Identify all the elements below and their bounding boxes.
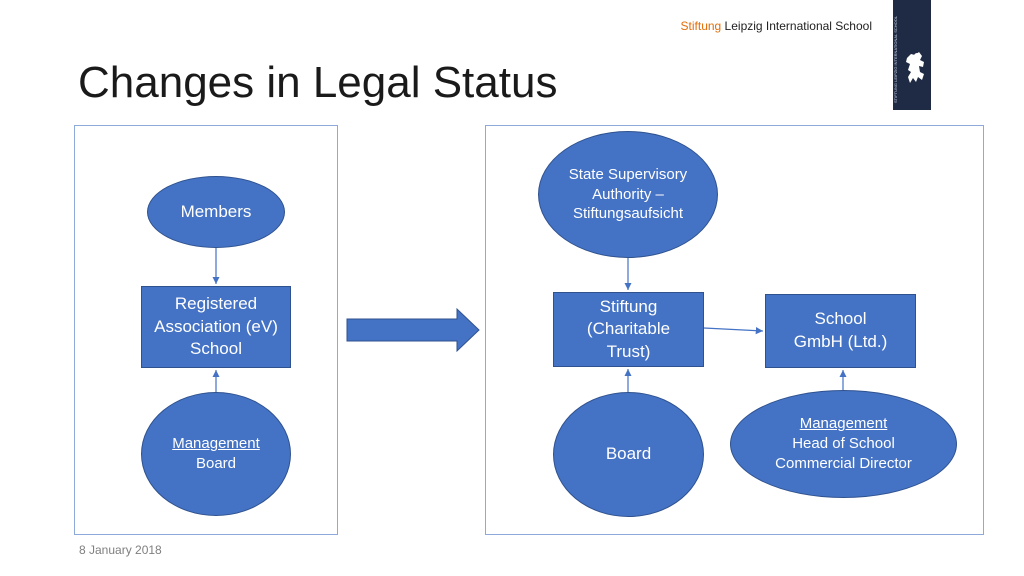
slide-title: Changes in Legal Status xyxy=(78,58,558,107)
management-head-ellipse: Management Head of School Commercial Dir… xyxy=(730,390,957,498)
authority-label: State Supervisory Authority – Stiftungsa… xyxy=(568,165,688,223)
association-label: Registered Association (eV) School xyxy=(154,294,278,359)
transition-arrow-icon xyxy=(346,307,480,353)
board-ellipse: Board xyxy=(553,392,704,517)
management-heading: Management xyxy=(172,435,260,453)
stiftung-to-school-connector xyxy=(703,327,764,335)
school-gmbh-box: School GmbH (Ltd.) xyxy=(765,294,916,368)
brand-rest: Leipzig International School xyxy=(721,19,872,33)
slide-date: 8 January 2018 xyxy=(79,543,162,557)
supervisory-authority-ellipse: State Supervisory Authority – Stiftungsa… xyxy=(538,131,718,258)
school-logo: STIFTUNG LEIPZIG INTERNATIONAL SCHOOL xyxy=(893,0,931,110)
members-label: Members xyxy=(180,201,252,221)
management-roles-label: Head of School Commercial Director xyxy=(775,435,912,472)
board-label: Board xyxy=(605,444,652,464)
management-heading-right: Management xyxy=(799,415,888,433)
association-box: Registered Association (eV) School xyxy=(141,286,291,368)
management-board-ellipse: Management Board xyxy=(141,392,291,516)
lion-crest-icon xyxy=(906,52,924,83)
school-label: School GmbH (Ltd.) xyxy=(793,309,888,351)
brand-accent: Stiftung xyxy=(680,19,722,33)
management-board-label: Board xyxy=(195,455,237,472)
members-ellipse: Members xyxy=(147,176,285,248)
stiftung-box: Stiftung (Charitable Trust) xyxy=(553,292,704,367)
stiftung-label: Stiftung (Charitable Trust) xyxy=(586,296,671,361)
brand-name: Stiftung Leipzig International School xyxy=(681,19,872,33)
